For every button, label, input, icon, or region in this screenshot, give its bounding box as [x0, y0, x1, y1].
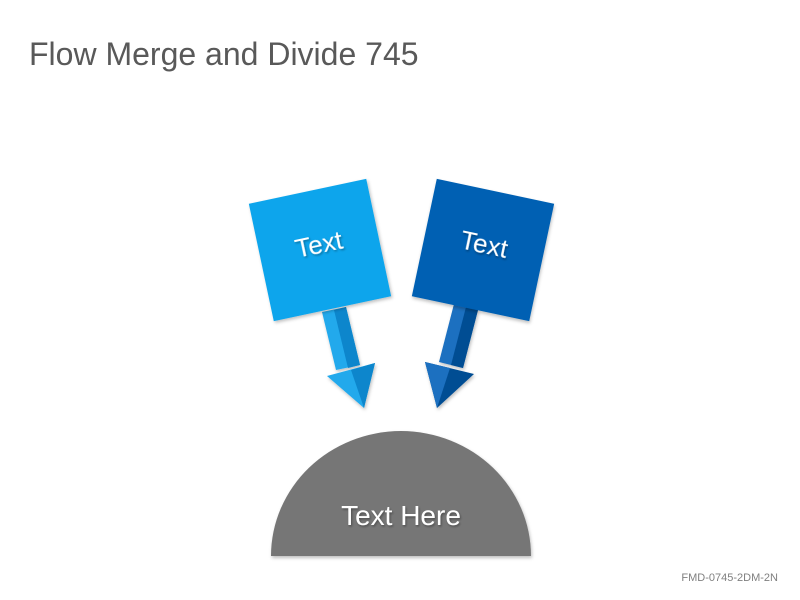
input-box-left-shape — [248, 178, 392, 322]
input-box-right: Text — [411, 178, 555, 322]
right-arrow-head-shade — [425, 362, 450, 408]
slide-code: FMD-0745-2DM-2N — [681, 572, 778, 584]
left-arrow-shaft-shade — [334, 307, 360, 368]
left-arrow — [322, 307, 375, 408]
output-label: Text Here — [341, 500, 461, 531]
output-semicircle-shape — [271, 431, 531, 556]
right-arrow-shaft-shade — [451, 307, 478, 368]
output-semicircle: Text Here — [271, 431, 531, 556]
left-arrow-head-shade — [351, 363, 375, 408]
input-box-right-shape — [411, 178, 555, 322]
input-box-left: Text — [248, 178, 392, 322]
right-arrow — [425, 304, 478, 408]
slide-title: Flow Merge and Divide 745 — [29, 36, 419, 72]
